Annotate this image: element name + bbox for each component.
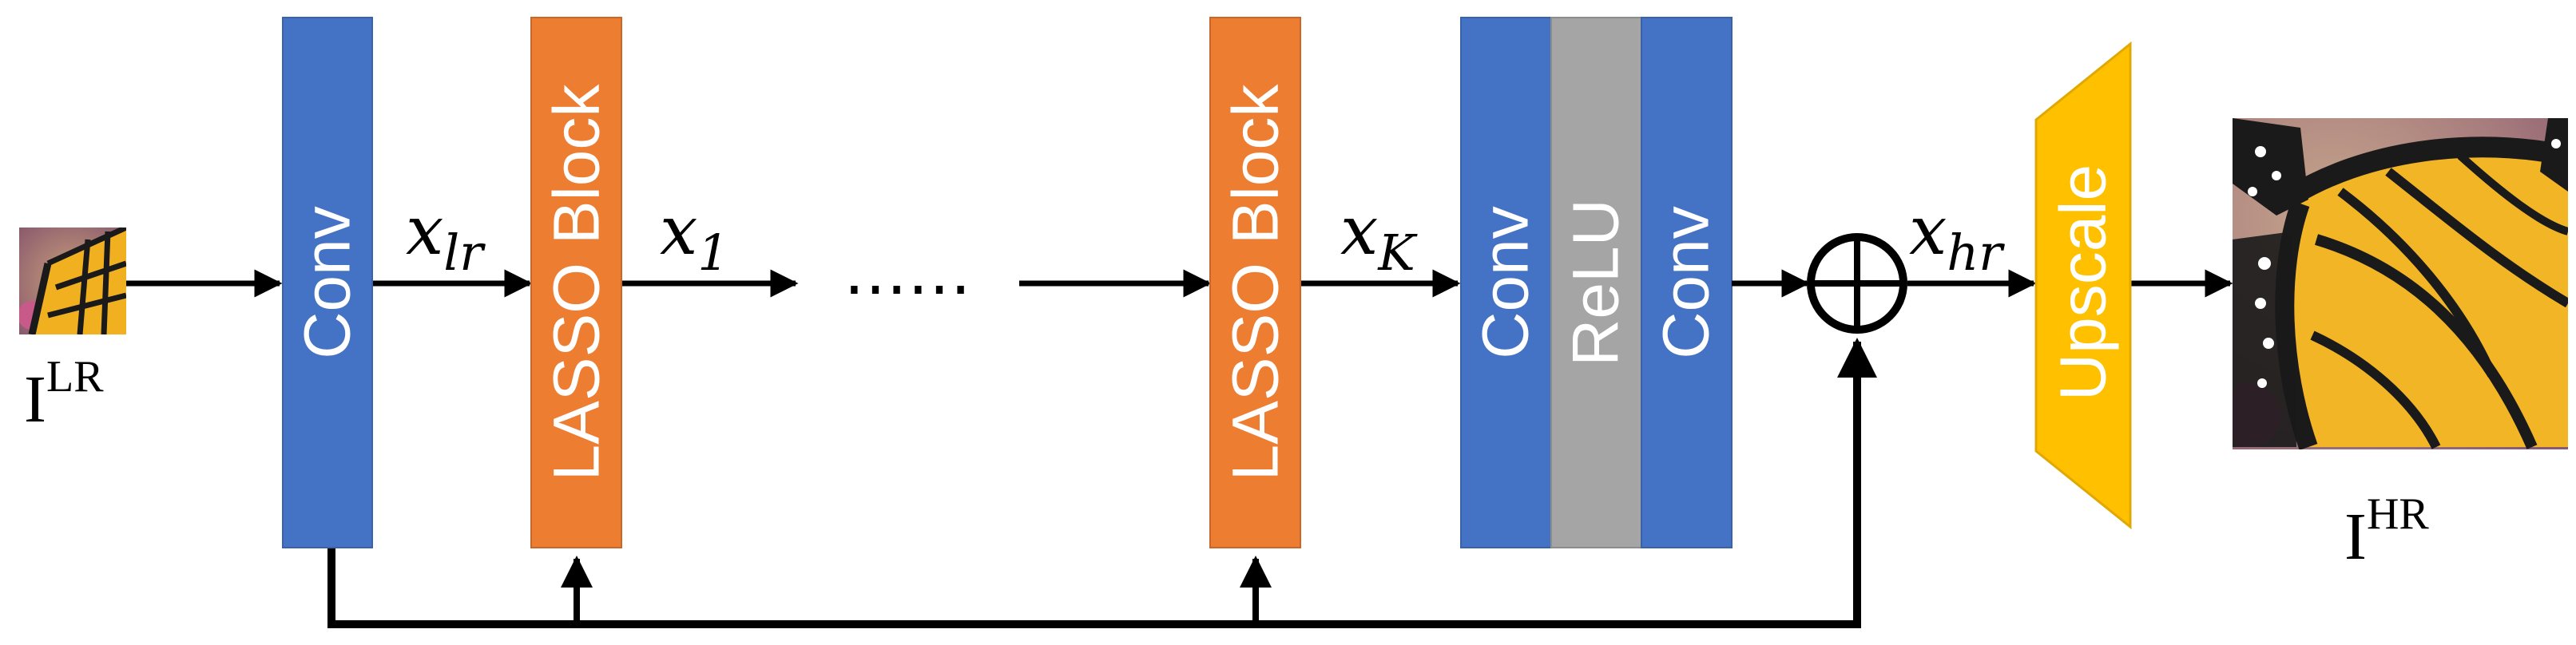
output-image bbox=[2233, 118, 2568, 449]
lasso-block-1: LASSO Block bbox=[530, 17, 622, 548]
input-image-label: ILR bbox=[24, 352, 104, 437]
label-x-k: xK bbox=[1340, 192, 1418, 282]
label-x-1: x1 bbox=[660, 192, 729, 282]
relu-label: ReLU bbox=[1560, 199, 1633, 366]
conv-a-label: Conv bbox=[1470, 206, 1542, 358]
label-x-lr: xlr bbox=[406, 192, 486, 282]
conv-input-label: Conv bbox=[292, 206, 364, 358]
lasso-block-k-label: LASSO Block bbox=[1220, 84, 1292, 481]
conv-b-rect bbox=[1641, 17, 1733, 548]
conv-input-block: Conv bbox=[282, 17, 373, 548]
skip-connection-line bbox=[327, 338, 1877, 628]
lasso-block-k: LASSO Block bbox=[1209, 17, 1301, 548]
conv-b-label: Conv bbox=[1650, 206, 1723, 358]
conv-relu-conv-group: Conv ReLU Conv bbox=[1460, 17, 1733, 548]
input-image bbox=[19, 228, 126, 334]
label-x-hr: xhr bbox=[1909, 192, 2005, 282]
circle-plus-icon bbox=[1807, 233, 1907, 334]
output-image-label: IHR bbox=[2344, 489, 2429, 574]
lasso-block-1-label: LASSO Block bbox=[541, 84, 613, 481]
conv-a-rect bbox=[1460, 17, 1552, 548]
ellipsis: …… bbox=[843, 235, 971, 309]
upscale-label: Upscale bbox=[2047, 164, 2120, 401]
relu-rect bbox=[1550, 17, 1642, 548]
upscale-block: Upscale bbox=[2034, 41, 2132, 530]
